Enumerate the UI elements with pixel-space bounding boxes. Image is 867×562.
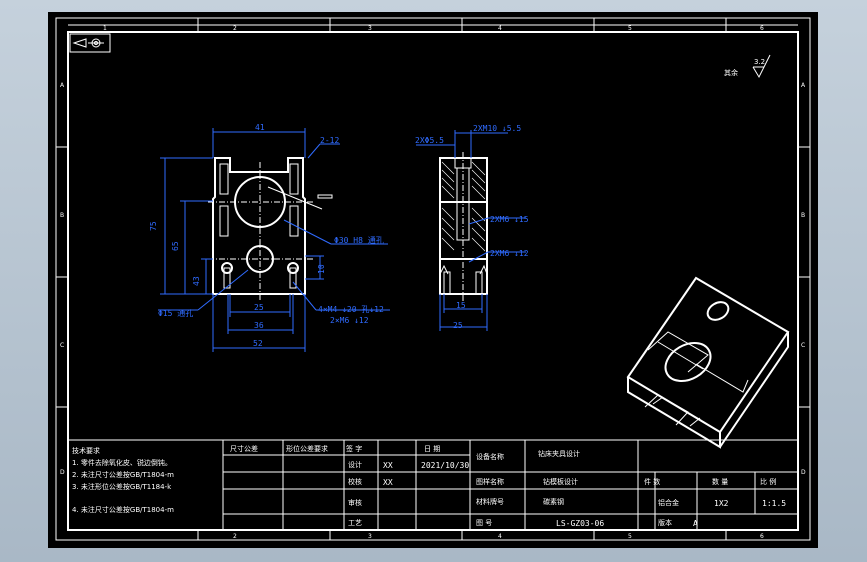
alloy-label: 铝合金: [658, 498, 679, 507]
part-label: 图样名称: [476, 477, 504, 486]
tech-line-2: 2. 未注尺寸公差按GB/T1804-m: [72, 470, 174, 479]
qty-value: 1X2: [714, 499, 729, 508]
zone-bottom-3: 3: [368, 533, 372, 540]
h-sign: 签 字: [346, 444, 362, 453]
zone-top-6: 6: [760, 25, 764, 32]
zone-markers-side: A B C D A B C D: [56, 82, 810, 476]
dim-thread2: 2×M6 ↓12: [330, 316, 369, 325]
zone-bottom-4: 4: [498, 533, 502, 540]
dim-w25: 25: [254, 303, 264, 312]
title-block: 技术要求 1. 零件去除氧化皮、锐边倒钝。 2. 未注尺寸公差按GB/T1804…: [67, 439, 799, 531]
roughness-symbol-icon: 其余 3.2: [724, 54, 771, 79]
zone-left-c: C: [60, 342, 64, 349]
zone-right-d: D: [801, 469, 806, 476]
drawno-label: 图 号: [476, 519, 492, 527]
h-date: 日 期: [424, 445, 440, 453]
version-value: A: [693, 519, 698, 528]
zone-right-a: A: [801, 82, 806, 89]
dim-right: 10: [317, 264, 326, 274]
check-name: XX: [383, 478, 393, 487]
zone-left-b: B: [60, 212, 64, 219]
roughness-label: 其余: [724, 68, 738, 77]
zone-top-4: 4: [498, 25, 502, 32]
zone-top-1: 1: [103, 25, 107, 32]
ratio-label: 比 例: [760, 477, 776, 486]
zone-bottom-6: 6: [760, 533, 764, 540]
front-dimensions: 41 2-12 75 65 43 Φ30 H8 通孔 Φ15 通孔: [149, 123, 390, 352]
qty-label: 数 量: [712, 477, 728, 486]
dim-small-hole: Φ15 通孔: [158, 308, 193, 318]
drawing-canvas[interactable]: 1 2 3 4 5 6 2 3 4 5 6: [48, 12, 818, 548]
dim-side-top: 2XΦ5.5: [415, 136, 444, 145]
design-label: 设计: [348, 460, 362, 469]
dim-side-w15: 15: [456, 301, 466, 310]
zone-markers-top: 1 2 3 4 5 6: [68, 18, 798, 32]
review-label: 审核: [348, 498, 362, 507]
zone-left-a: A: [60, 82, 65, 89]
h-size: 尺寸公差: [230, 444, 258, 453]
dim-height-inner: 65: [171, 241, 180, 251]
zone-top-5: 5: [628, 25, 632, 32]
front-view: [208, 157, 333, 302]
projection-symbol-icon: [69, 33, 111, 53]
zone-top-2: 2: [233, 25, 237, 32]
design-date: 2021/10/30: [421, 461, 469, 470]
drawno-value: LS-GZ03-06: [556, 519, 604, 528]
side-view: [439, 152, 488, 302]
tech-line-1: 1. 零件去除氧化皮、锐边倒钝。: [72, 458, 172, 467]
material-value: 碳素钢: [543, 497, 564, 506]
company-value: 钻床夹具设计: [538, 449, 580, 458]
ratio-value: 1:1.5: [762, 499, 786, 508]
dim-w36: 36: [254, 321, 264, 330]
h-form: 形位公差要求: [286, 444, 328, 453]
dim-side-low: 2XM6 ↓12: [490, 249, 529, 258]
design-name: XX: [383, 461, 393, 470]
tech-line-4: 4. 未注尺寸公差按GB/T1804-m: [72, 505, 174, 514]
dim-side-w25: 25: [453, 321, 463, 330]
zone-left-d: D: [60, 469, 65, 476]
part-value: 钻模板设计: [543, 477, 578, 486]
dim-hole-spec: 2-12: [320, 136, 339, 145]
version-label: 版本: [658, 518, 672, 527]
zone-bottom-5: 5: [628, 533, 632, 540]
zone-right-c: C: [801, 342, 805, 349]
dim-height-total: 75: [149, 221, 158, 231]
dim-w52: 52: [253, 339, 263, 348]
zone-top-3: 3: [368, 25, 372, 32]
check-label: 校核: [348, 477, 362, 486]
dim-side-top2: 2XM10 ↓5.5: [473, 124, 521, 133]
dim-height-small: 43: [192, 276, 201, 286]
drawing-sheet: 1 2 3 4 5 6 2 3 4 5 6: [55, 17, 811, 541]
zone-bottom-2: 2: [233, 533, 237, 540]
dim-big-hole: Φ30 H8 通孔: [334, 235, 384, 245]
company-label: 设备名称: [476, 452, 504, 461]
side-dimensions: 2XM10 ↓5.5 2XΦ5.5 2XM6 ↓15 2XM6 ↓12 15 2…: [415, 124, 529, 331]
col-count: 件 数: [644, 477, 660, 486]
roughness-value: 3.2: [754, 58, 765, 66]
material-label: 材料牌号: [476, 497, 504, 506]
zone-markers-bottom: 2 3 4 5 6: [197, 530, 764, 540]
tech-line-3: 3. 未注形位公差按GB/T1184-k: [72, 482, 172, 491]
dim-side-mid: 2XM6 ↓15: [490, 215, 529, 224]
dim-thread: 4×M4 ↓20 孔↓12: [318, 305, 384, 314]
zone-right-b: B: [801, 212, 805, 219]
tech-title: 技术要求: [72, 446, 100, 455]
process-label: 工艺: [348, 519, 362, 527]
outer-frame: [55, 17, 811, 541]
dim-front-width: 41: [255, 123, 265, 132]
isometric-view: [626, 276, 790, 449]
